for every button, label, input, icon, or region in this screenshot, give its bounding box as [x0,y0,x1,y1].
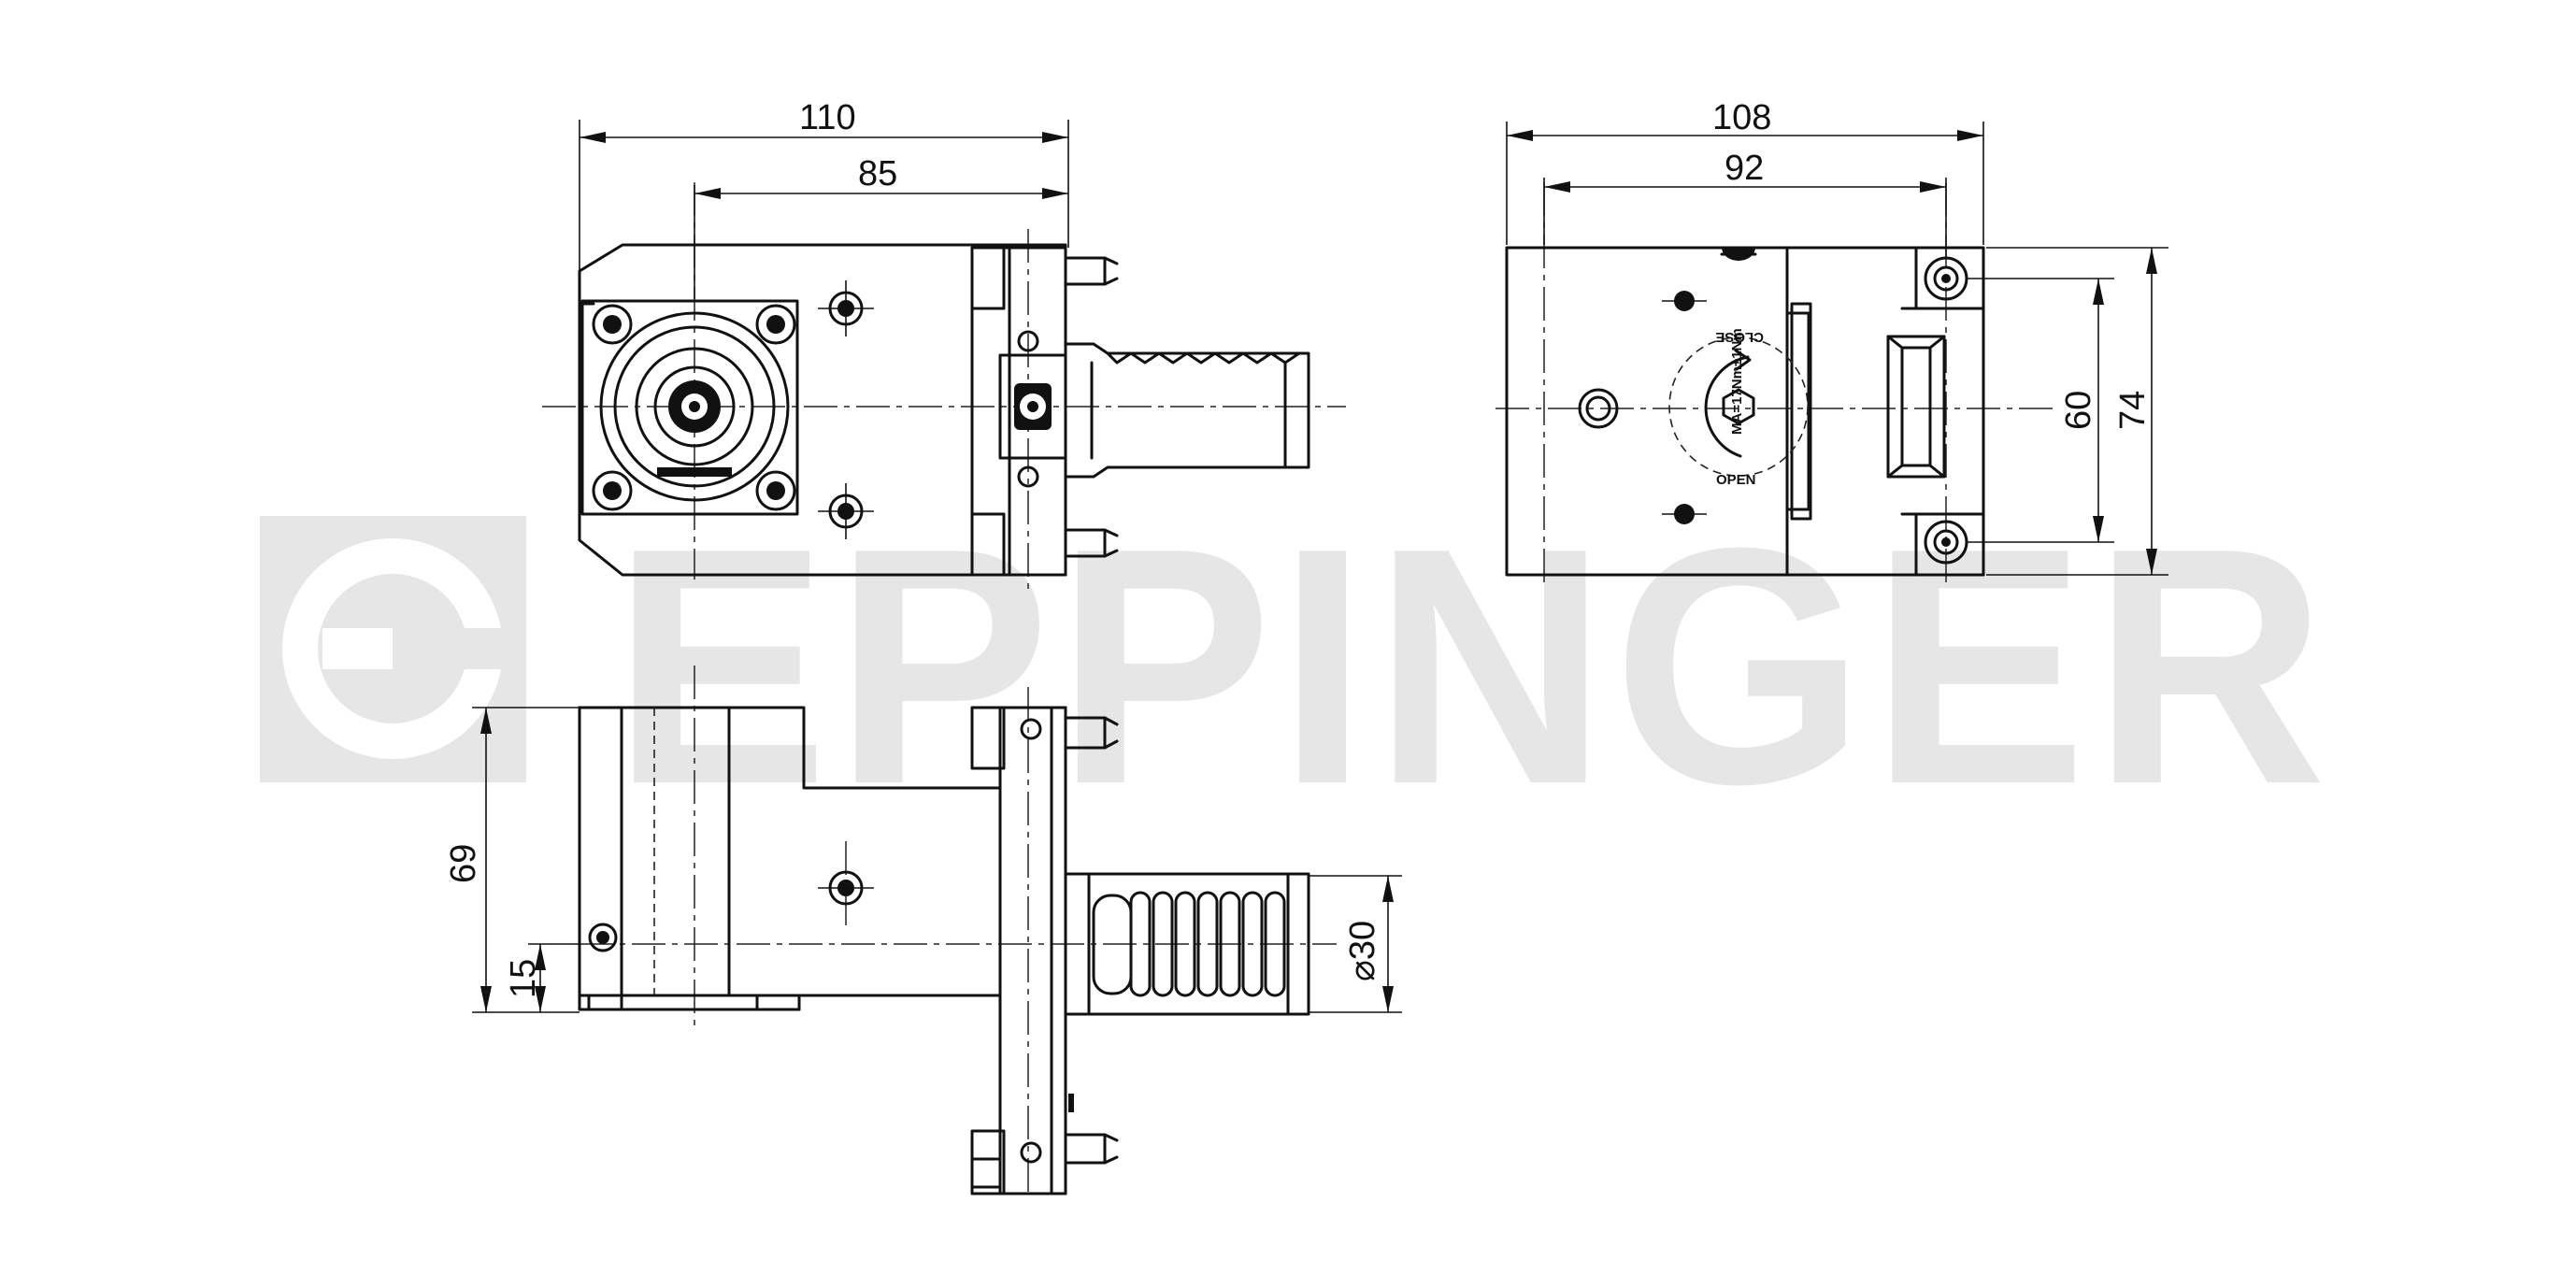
dim-15: 15 [504,959,543,998]
dim-74: 74 [2113,391,2153,430]
brand-watermark: EPPINGER [260,479,2332,854]
watermark-text: EPPINGER [612,479,2332,854]
dim-85: 85 [858,154,897,193]
dim-diameter-30: ⌀30 [1343,921,1382,981]
bottom-view: 69 15 ⌀30 [444,665,1402,1196]
flange-screw [592,470,633,511]
dim-69: 69 [444,844,483,883]
marking-open: OPEN [1716,472,1756,488]
front-view: 110 85 [542,98,1346,589]
side-view: CLOSE OPEN MA=17Nm±1Nm 108 92 60 74 [1496,98,2168,589]
dim-108: 108 [1712,98,1771,137]
flange-screw [755,470,796,511]
dim-60: 60 [2059,391,2098,430]
shank-threads [1129,891,1286,997]
flange-screw [755,304,796,345]
marking-torque: MA=17Nm±1Nm [1729,328,1745,435]
watermark-logo [260,516,526,782]
flange-screw [592,304,633,345]
dim-92: 92 [1724,149,1764,188]
marking-close: CLOSE [1715,329,1764,345]
dim-110: 110 [799,98,856,137]
